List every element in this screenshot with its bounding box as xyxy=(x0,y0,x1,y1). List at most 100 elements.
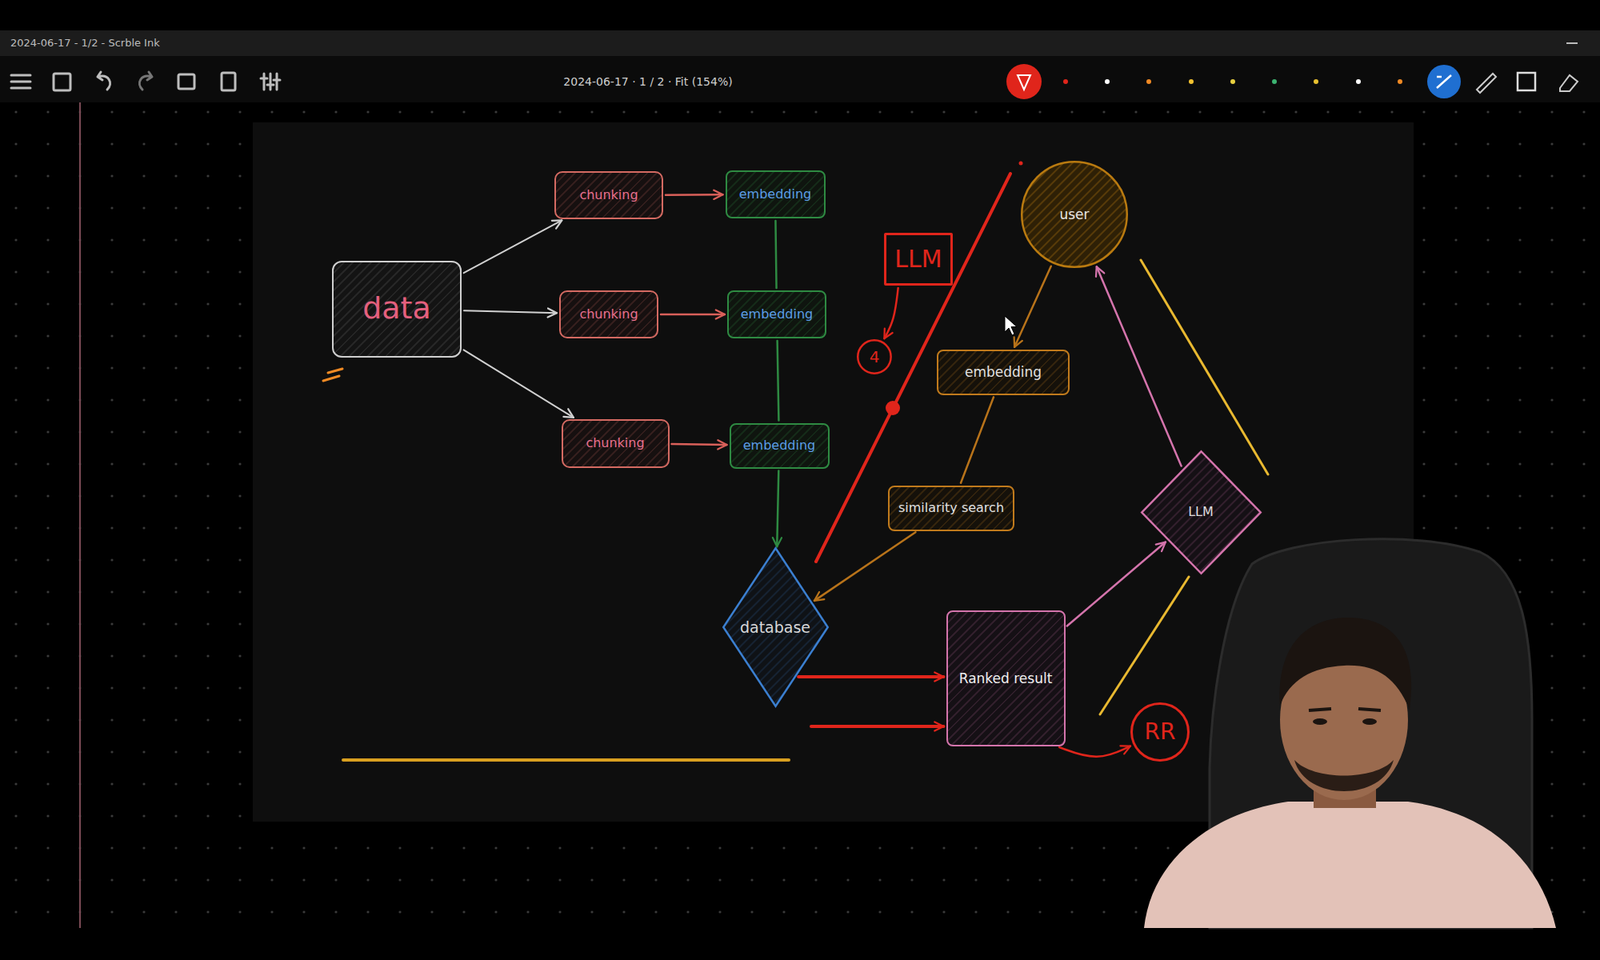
color-dot xyxy=(1272,79,1277,84)
process-box: embedding xyxy=(727,290,827,339)
callout-circle-shape xyxy=(1132,704,1189,761)
process-box: embedding xyxy=(936,349,1070,396)
node-text: similarity search xyxy=(898,500,1004,516)
title-bar xyxy=(0,30,1600,56)
process-box: chunking xyxy=(561,419,670,468)
process-box: chunking xyxy=(554,171,664,220)
node-text: chunking xyxy=(585,435,644,451)
color-dot xyxy=(1313,79,1319,84)
decision-diamond: database xyxy=(721,546,830,708)
process-box: chunking xyxy=(559,290,659,339)
color-dot xyxy=(1397,79,1403,84)
settings-icon xyxy=(260,73,280,90)
color-dot xyxy=(1230,79,1236,84)
beard xyxy=(1294,760,1394,792)
node-label: chunking xyxy=(579,187,638,203)
ink-dot xyxy=(1019,161,1024,166)
node-text: LLM xyxy=(894,244,942,274)
node-text: embedding xyxy=(964,364,1042,380)
node-text: data xyxy=(362,290,432,328)
eye xyxy=(1312,718,1328,725)
node-text: chunking xyxy=(579,306,638,322)
eyebrows xyxy=(1308,708,1381,711)
connector-arrow xyxy=(464,349,574,418)
connector-arrow xyxy=(464,310,557,313)
connector-arrow xyxy=(660,313,725,316)
node-label: chunking xyxy=(585,435,644,451)
connector-arrow xyxy=(811,724,944,728)
callout-circle: RR xyxy=(1129,701,1191,763)
app-label: 2024-06-17 - 1/2 - Scrble Ink xyxy=(10,36,160,50)
model-diamond: LLM xyxy=(1140,449,1263,576)
node-text: database xyxy=(740,618,811,637)
minimize-icon xyxy=(1566,42,1578,44)
connector-arrow xyxy=(775,220,776,288)
color-dot xyxy=(1188,79,1194,84)
ink-dot xyxy=(885,400,900,416)
save-icon xyxy=(53,73,71,91)
connector-arrow xyxy=(814,532,916,601)
node-label: RR xyxy=(1144,718,1176,746)
dot-grid xyxy=(0,102,1600,928)
connector-arrow xyxy=(672,444,728,445)
color-dot xyxy=(1146,79,1152,84)
connector-arrow xyxy=(884,288,898,339)
connector-arrow xyxy=(777,340,780,421)
page-icon xyxy=(221,72,236,91)
node-text: Ranked result xyxy=(959,670,1053,687)
node-text: chunking xyxy=(579,187,638,203)
node-text: LLM xyxy=(1188,504,1214,520)
node-label: similarity search xyxy=(898,500,1004,516)
pen-tool xyxy=(1006,64,1042,100)
node-text: 4 xyxy=(869,347,880,367)
color-dot xyxy=(1356,79,1361,84)
node-text: embedding xyxy=(743,437,816,453)
color-palette xyxy=(1063,79,1403,84)
process-box: embedding xyxy=(725,170,826,219)
model-diamond-shape xyxy=(1141,451,1261,574)
node-text: user xyxy=(1059,206,1089,223)
data-box: data xyxy=(332,260,462,358)
node-label: chunking xyxy=(579,306,638,322)
underline-stroke xyxy=(343,758,789,762)
connector-tool xyxy=(1427,64,1461,99)
node-label: embedding xyxy=(964,364,1042,380)
undo-icon xyxy=(97,72,111,90)
connector-arrow xyxy=(665,193,724,196)
connector-arrow xyxy=(960,396,994,483)
node-label: embedding xyxy=(743,437,816,453)
eye xyxy=(1362,718,1377,725)
connector-arrow xyxy=(798,675,944,679)
connector-arrow xyxy=(1096,266,1182,466)
pen-glyph xyxy=(1017,75,1031,90)
connector-glyph xyxy=(1436,75,1452,88)
shirt xyxy=(1144,801,1556,928)
node-text: RR xyxy=(1144,718,1176,746)
app-label: 2024-06-17 · 1 / 2 · Fit (154%) xyxy=(563,75,732,89)
color-dot xyxy=(1104,79,1110,84)
node-label: 4 xyxy=(869,347,880,367)
node-label: embedding xyxy=(740,306,813,322)
connector-arrow xyxy=(1059,746,1131,757)
toolbar xyxy=(0,56,1600,103)
shape-icon xyxy=(1517,72,1536,91)
margin-line xyxy=(79,102,81,928)
node-label: user xyxy=(1059,206,1089,223)
node-text: embedding xyxy=(740,306,813,322)
connector-arrow xyxy=(776,470,779,547)
annotation-box: LLM xyxy=(884,232,952,286)
hair xyxy=(1280,617,1412,710)
node-label: data xyxy=(362,290,432,328)
menu-icon xyxy=(11,75,31,88)
mouse-cursor xyxy=(1004,316,1017,336)
toolbar-icons xyxy=(11,72,280,91)
connector-arrow xyxy=(1067,542,1166,627)
actor-circle-shape xyxy=(1021,161,1128,268)
highlight-stroke xyxy=(1140,260,1268,475)
result-box: Ranked result xyxy=(946,610,1066,747)
connector-arrow xyxy=(1014,266,1052,348)
node-label: LLM xyxy=(894,244,942,274)
node-label: database xyxy=(740,618,811,637)
ink-scribble xyxy=(323,368,343,381)
